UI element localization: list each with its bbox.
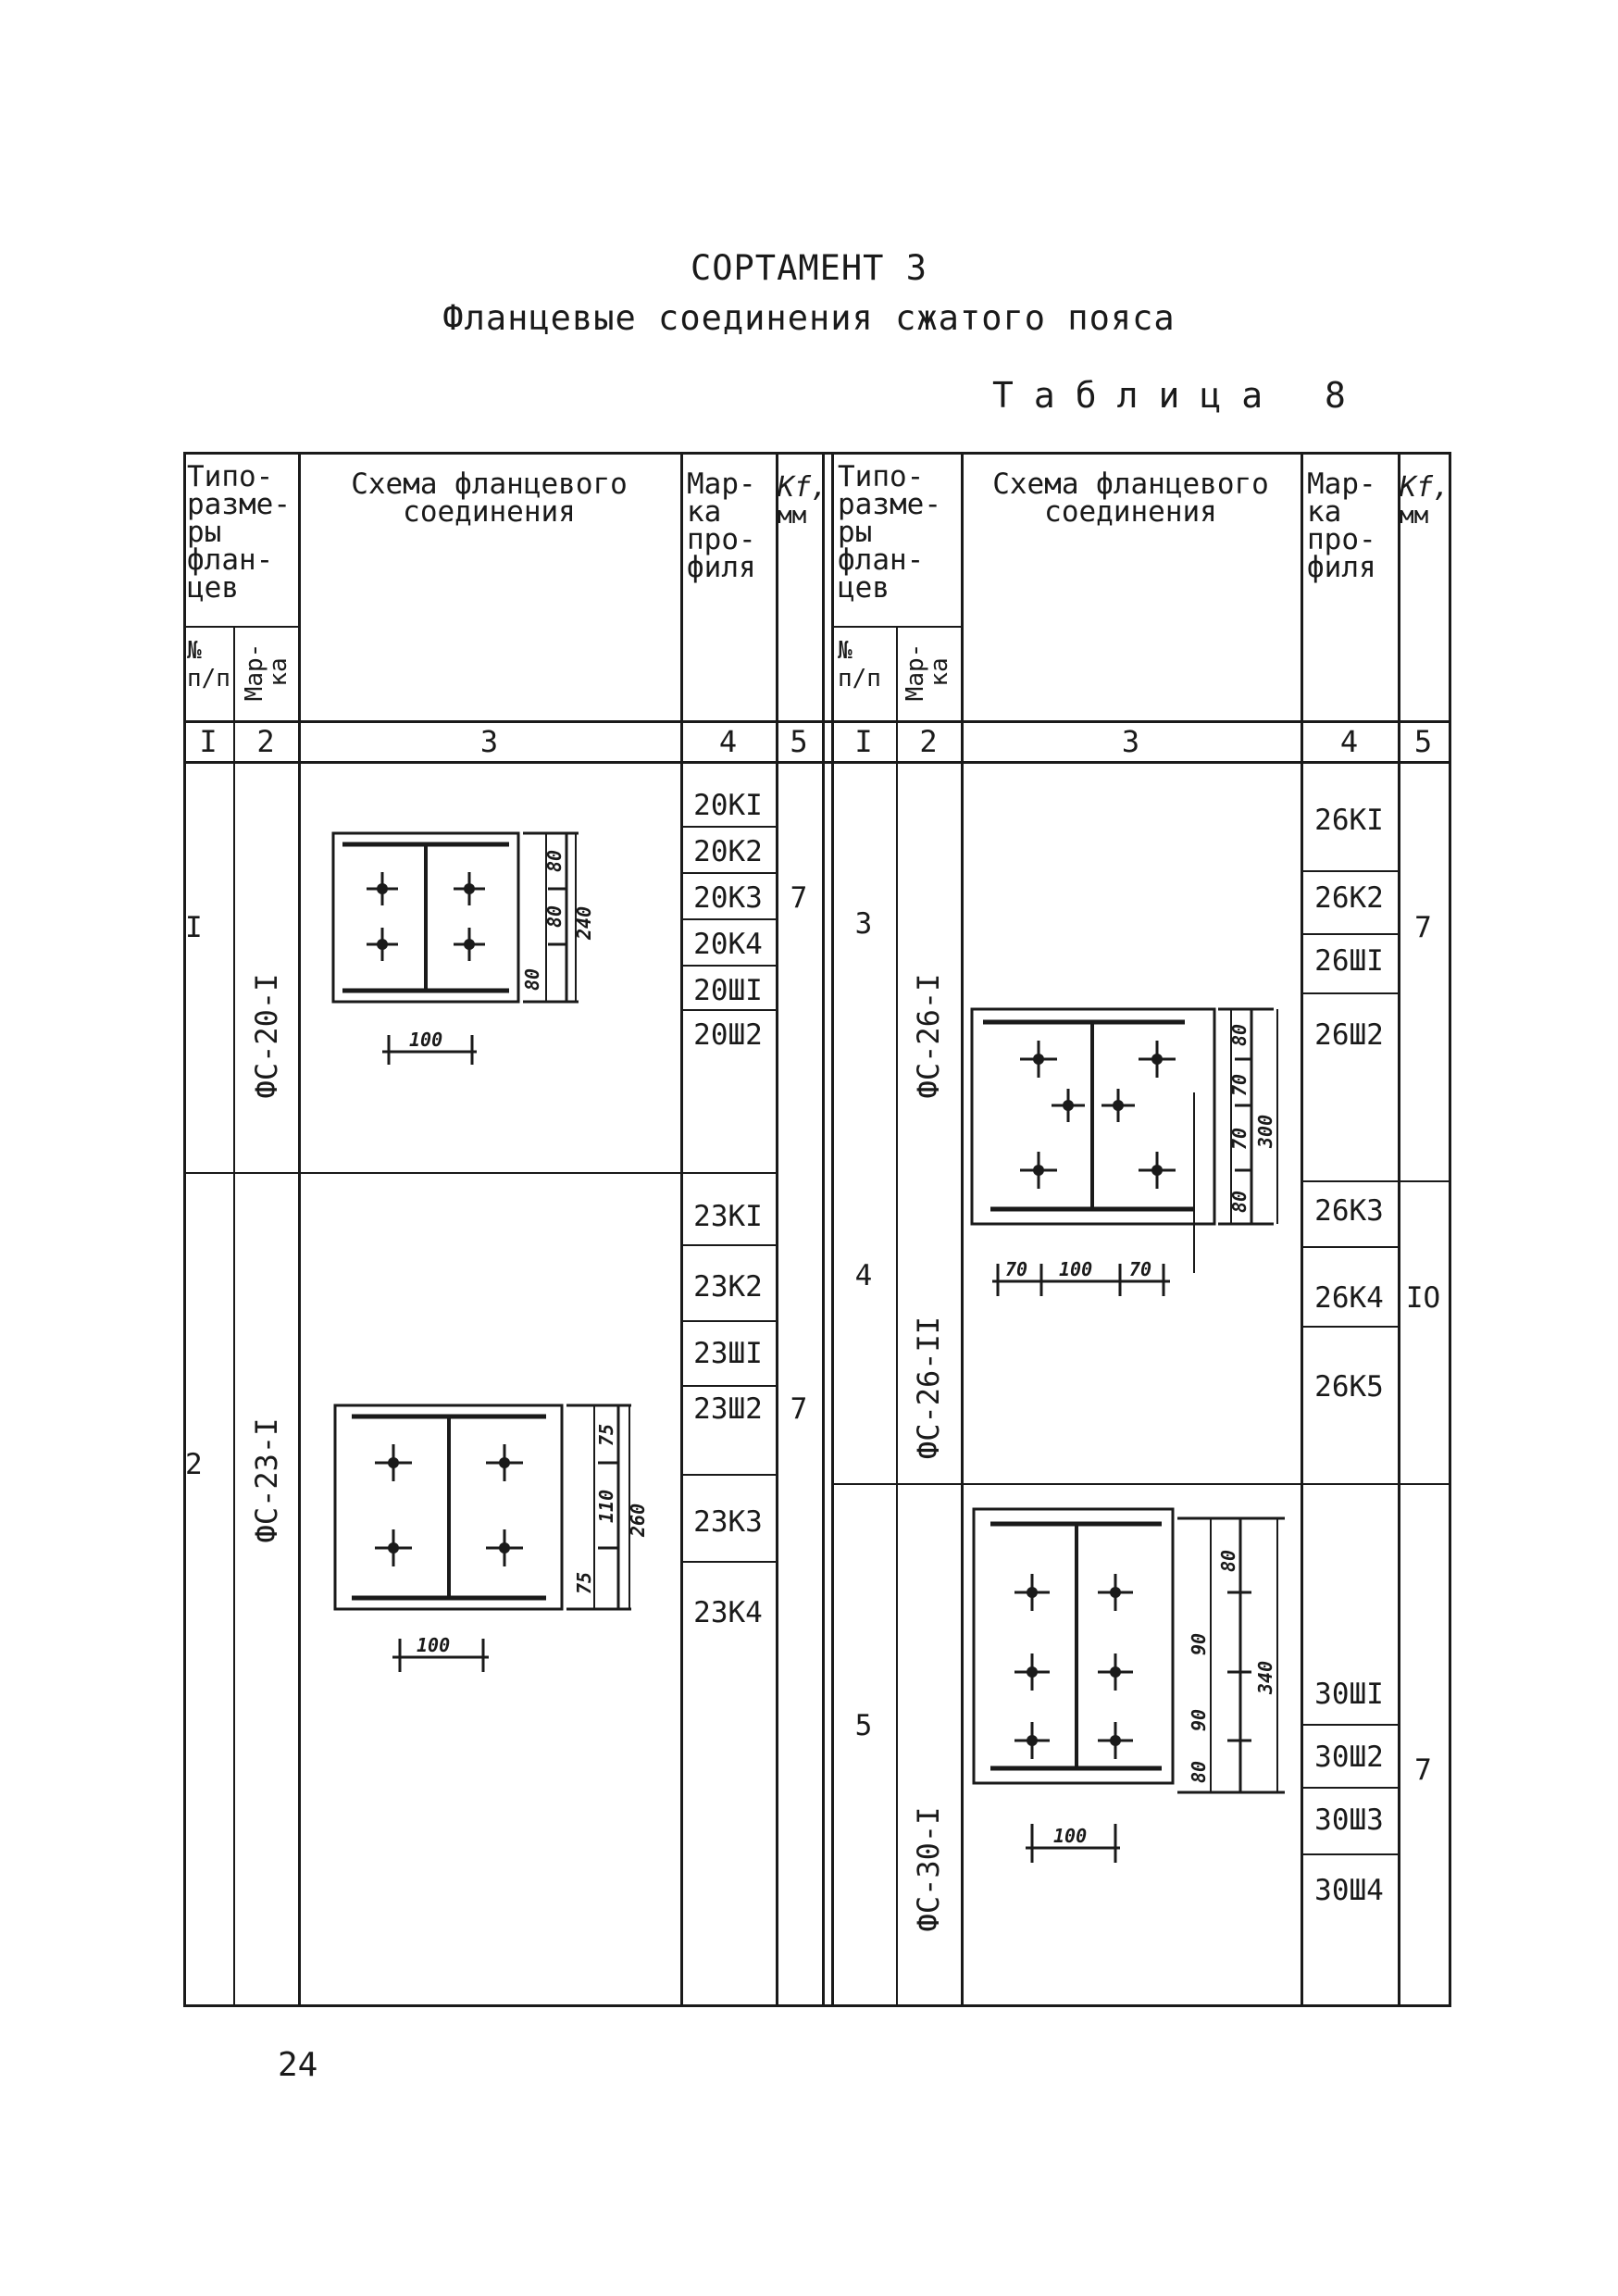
dim-v3: 70 [1228,1128,1251,1150]
dim-total: 240 [573,906,595,941]
row-2-profile-5: 23К3 [693,1505,763,1539]
row-4-num: 4 [854,1259,873,1292]
row-1-kf: 7 [790,881,808,915]
header-kf-left: Kf,мм [778,471,828,530]
dim-total: 260 [627,1504,649,1538]
row-1-mark: ФС-20-I [249,973,284,1099]
row-3-mark: ФС-26-I [911,973,946,1099]
row-3-kf: 7 [1414,911,1432,944]
dim-h3: 70 [1129,1258,1151,1280]
row-1-num: I [185,911,203,944]
flange-scheme-fs-30: 80 90 90 80 340 100 [972,1507,1285,1863]
row-4-kf: IO [1405,1281,1441,1315]
col-num-2: 2 [256,724,275,759]
row-5-mark: ФС-30-I [911,1806,946,1932]
dim-v1: 75 [595,1424,617,1446]
col-num-4-right: 4 [1339,724,1359,759]
dim-v3: 90 [1188,1709,1210,1731]
dim-v2: 70 [1228,1074,1251,1096]
header-mark-right: Мар-ка [902,643,953,702]
dim-h: 100 [409,1029,442,1051]
dim-v2: 90 [1188,1633,1210,1655]
dim-h2: 100 [1059,1258,1092,1280]
row-1-profile-6: 20Ш2 [693,1018,763,1052]
dim-v1: 80 [1217,1550,1239,1572]
row-1-profile-1: 20КI [693,789,763,822]
row-4-profile-3: 26К5 [1314,1370,1384,1404]
row-4-profile-2: 26К4 [1314,1281,1384,1315]
row-2-kf: 7 [790,1392,808,1426]
row-5-profile-2: 30Ш2 [1314,1741,1384,1774]
page-title: СОРТАМЕНТ 3 [690,248,928,288]
row-5-profile-3: 30Ш3 [1314,1803,1384,1837]
row-2-num: 2 [185,1448,203,1481]
dim-h1: 70 [1005,1258,1027,1280]
row-3-num: 3 [854,907,873,941]
flange-scheme-fs-23: 75 110 75 260 100 [333,1404,649,1672]
row-3-profile-4: 26Ш2 [1314,1018,1384,1052]
row-5-num: 5 [854,1709,873,1742]
row-4-profile-1: 26К3 [1314,1194,1384,1228]
dim-h: 100 [1053,1825,1087,1847]
row-2-profile-4: 23Ш2 [693,1392,763,1426]
col-num-5: 5 [790,724,808,759]
row-2-profile-6: 23К4 [693,1596,763,1629]
row-3-profile-3: 26ШI [1314,944,1384,978]
dim-v4: 80 [1228,1191,1251,1213]
dim-v1: 80 [543,850,566,872]
row-3-profile-2: 26К2 [1314,881,1384,915]
flange-scheme-fs-26: 80 70 70 80 300 70 100 70 [970,1007,1278,1296]
flange-scheme-fs-20: 80 80 80 240 100 [331,831,595,1065]
dim-v2: 110 [595,1490,617,1523]
row-1-profile-5: 20ШI [693,974,763,1007]
dim-v2: 80 [543,905,566,928]
row-2-profile-2: 23К2 [693,1270,763,1304]
table-label: Таблица 8 [992,375,1366,416]
col-num-5-right: 5 [1413,724,1433,759]
col-num-1: I [199,724,218,759]
row-4-mark: ФС-26-II [911,1316,946,1460]
header-kf-right: Kf,мм [1400,471,1450,530]
page-subtitle: Фланцевые соединения сжатого пояса [442,298,1176,338]
page-number: 24 [278,2046,318,2084]
header-mark-left: Мар-ка [241,643,292,702]
col-num-2-right: 2 [919,724,938,759]
dim-v4: 80 [1188,1761,1210,1783]
row-1-profile-4: 20К4 [693,928,763,961]
row-5-kf: 7 [1414,1753,1432,1787]
row-3-profile-1: 26КI [1314,804,1384,837]
row-2-profile-1: 23КI [693,1200,763,1233]
row-1-profile-2: 20К2 [693,835,763,868]
dim-total: 300 [1254,1115,1276,1149]
dim-total: 340 [1254,1661,1276,1695]
col-num-4: 4 [718,724,738,759]
row-5-profile-1: 30ШI [1314,1678,1384,1711]
row-2-profile-3: 23ШI [693,1337,763,1370]
col-num-3: 3 [479,724,499,759]
dim-v3: 80 [521,968,543,991]
col-num-1-right: I [854,724,873,759]
row-5-profile-4: 30Ш4 [1314,1874,1384,1907]
dim-v1: 80 [1228,1024,1251,1046]
col-num-3-right: 3 [1121,724,1140,759]
row-1-profile-3: 20К3 [693,881,763,915]
dim-h: 100 [417,1634,450,1656]
row-2-mark: ФС-23-I [249,1417,284,1543]
dim-v3: 75 [573,1572,595,1594]
